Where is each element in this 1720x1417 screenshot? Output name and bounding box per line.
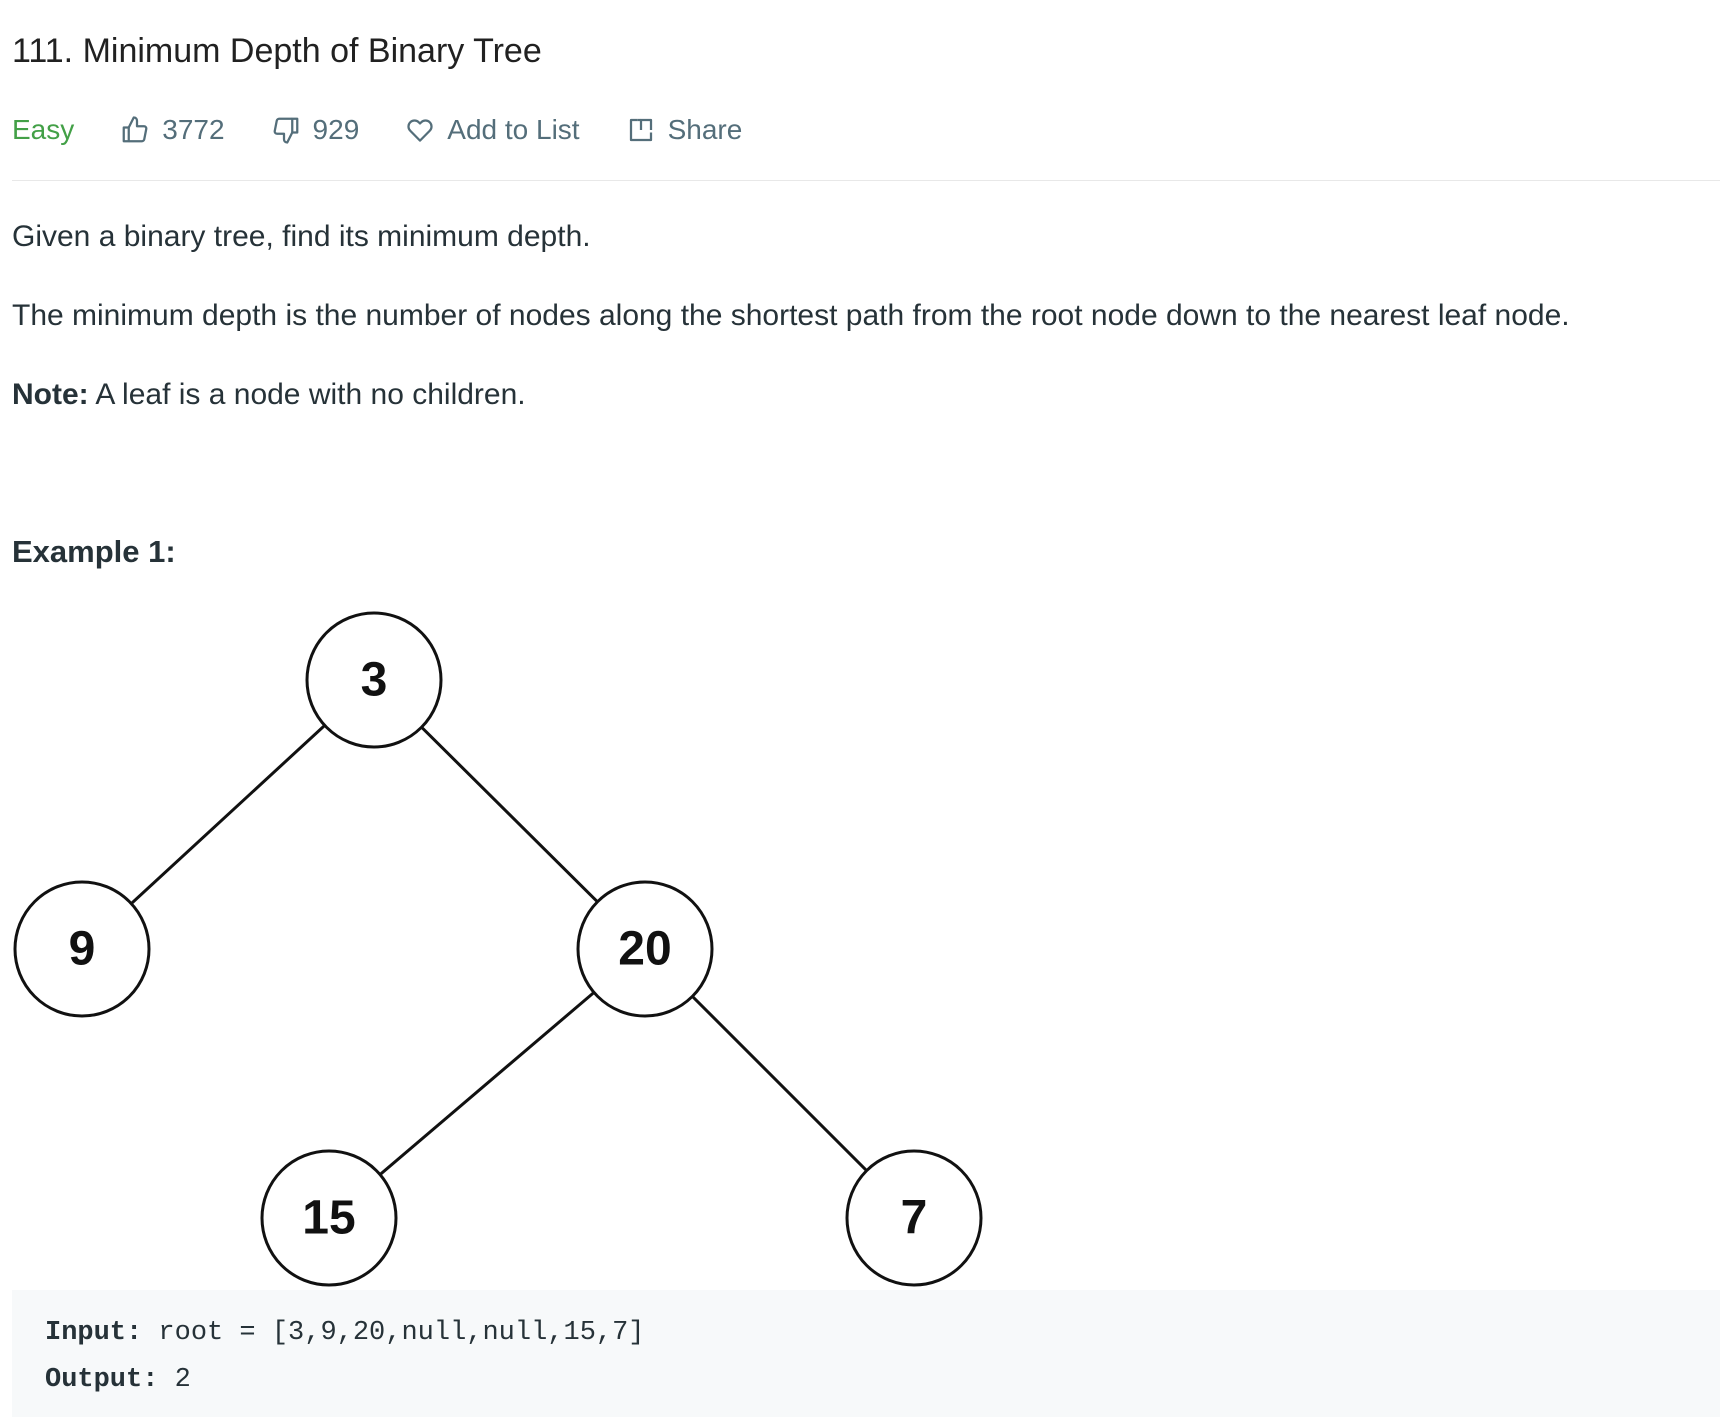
tree-node-label: 7 [901,1192,928,1245]
tree-node-7: 7 [845,1149,983,1287]
share-icon [629,118,652,142]
example-output: Output: 2 [45,1365,191,1395]
example-title: Example 1: [12,534,176,569]
thumbs-up-icon [122,116,148,143]
like-button[interactable]: 3772 [120,114,225,146]
tree-node-label: 20 [618,923,671,976]
difficulty-badge: Easy [12,114,75,145]
add-to-list-button[interactable]: Add to List [405,114,580,146]
add-to-list-label: Add to List [447,114,580,145]
tree-node-3: 3 [305,611,443,749]
description-line-1: Given a binary tree, find its minimum de… [12,220,591,253]
tree-node-label: 15 [302,1192,355,1245]
binary-tree-diagram: 3 9 20 15 7 [13,611,983,1287]
dislike-count: 929 [312,114,360,145]
note-paragraph: Note: A leaf is a node with no children. [12,378,526,412]
output-label: Output: [45,1365,159,1395]
thumbs-down-icon [273,117,298,144]
example-input: Input: root = [3,9,20,null,null,15,7] [45,1318,645,1348]
share-button[interactable]: Share [626,114,743,146]
output-value: 2 [174,1365,191,1395]
input-label: Input: [45,1318,143,1348]
like-count: 3772 [162,114,225,145]
tree-node-label: 9 [69,923,96,976]
dislike-button[interactable]: 929 [271,114,360,146]
tree-node-20: 20 [576,880,714,1018]
note-label: Note: [12,378,89,411]
description-line-2: The minimum depth is the number of nodes… [12,299,1570,332]
input-value: root = [3,9,20,null,null,15,7] [158,1318,645,1348]
header-divider [12,180,1720,181]
tree-node-15: 15 [260,1149,398,1287]
problem-meta-bar: Easy 3772 929 Add to List Share [12,108,788,152]
tree-node-9: 9 [13,880,151,1018]
share-label: Share [667,114,743,145]
tree-node-label: 3 [361,654,388,707]
note-text: A leaf is a node with no children. [95,378,526,411]
example-io-box: Input: root = [3,9,20,null,null,15,7] Ou… [12,1290,1720,1417]
heart-icon [407,119,433,142]
tree-edge-20-15 [328,947,646,1220]
problem-title: 111. Minimum Depth of Binary Tree [12,32,542,70]
